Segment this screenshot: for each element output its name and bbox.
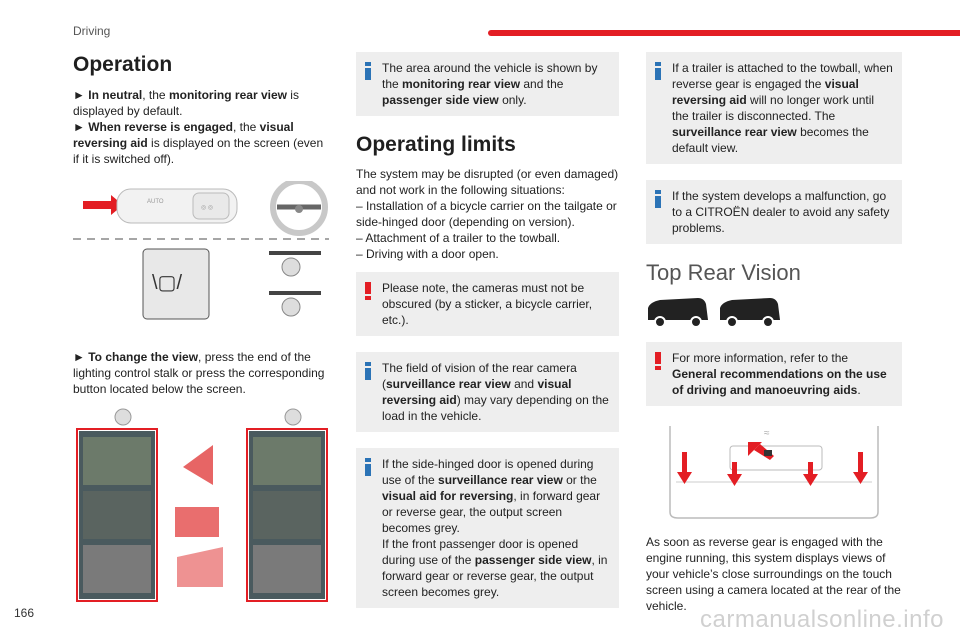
warning-icon [365, 282, 371, 300]
list-item: – Attachment of a trailer to the towball… [356, 231, 561, 245]
heading-top-rear-vision: Top Rear Vision [646, 260, 801, 285]
info-icon [365, 362, 371, 380]
heading-operating-limits: Operating limits [356, 133, 516, 156]
heading-operation: Operation [73, 53, 173, 76]
warning-box-cameras: Please note, the cameras must not be obs… [356, 272, 619, 336]
van-icon [648, 298, 708, 328]
svg-text:≈: ≈ [764, 428, 770, 439]
info-box-trailer: If a trailer is attached to the towball,… [646, 52, 902, 164]
info-icon [655, 190, 661, 208]
info-icon [365, 458, 371, 476]
info-box-field-of-vision: The field of vision of the rear camera (… [356, 352, 619, 432]
list-item: – Installation of a bicycle carrier on t… [356, 199, 617, 229]
warning-icon [655, 352, 661, 370]
info-icon [655, 62, 661, 80]
info-icon [365, 62, 371, 80]
van-icon [720, 298, 780, 328]
limits-intro: The system may be disrupted (or even dam… [356, 167, 619, 197]
warning-box-recommendations: For more information, refer to the Gener… [646, 342, 902, 406]
stalk-illustration: AUTO ◎ ◎ \▢/ [73, 178, 329, 331]
column-2: The area around the vehicle is shown by … [356, 52, 619, 624]
info-box-door-open: If the side-hinged door is opened during… [356, 448, 619, 608]
header-accent-bar [488, 30, 960, 36]
rear-camera-illustration: ≈ [646, 422, 902, 522]
column-1: Operation ► In neutral, the monitoring r… [73, 52, 329, 607]
section-label: Driving [73, 24, 111, 38]
paragraph-change-view: ► To change the view, press the end of t… [73, 350, 325, 396]
camera-views-illustration [73, 407, 329, 607]
vehicle-icons [646, 294, 902, 332]
list-item: – Driving with a door open. [356, 247, 499, 261]
paragraph-reverse: ► When reverse is engaged, the visual re… [73, 120, 324, 166]
column-3: If a trailer is attached to the towball,… [646, 52, 902, 614]
page-number: 166 [14, 606, 35, 620]
red-arrow-icon [83, 195, 123, 215]
svg-text:\▢/: \▢/ [152, 272, 182, 294]
paragraph-neutral: ► In neutral, the monitoring rear view i… [73, 88, 299, 118]
svg-text:AUTO: AUTO [147, 199, 164, 205]
paragraph-top-rear-vision: As soon as reverse gear is engaged with … [646, 535, 901, 613]
info-box-area-views: The area around the vehicle is shown by … [356, 52, 619, 116]
watermark: carmanualsonline.info [700, 606, 944, 633]
limits-list: The system may be disrupted (or even dam… [356, 166, 619, 262]
info-box-malfunction: If the system develops a malfunction, go… [646, 180, 902, 244]
svg-text:◎ ◎: ◎ ◎ [201, 205, 213, 211]
